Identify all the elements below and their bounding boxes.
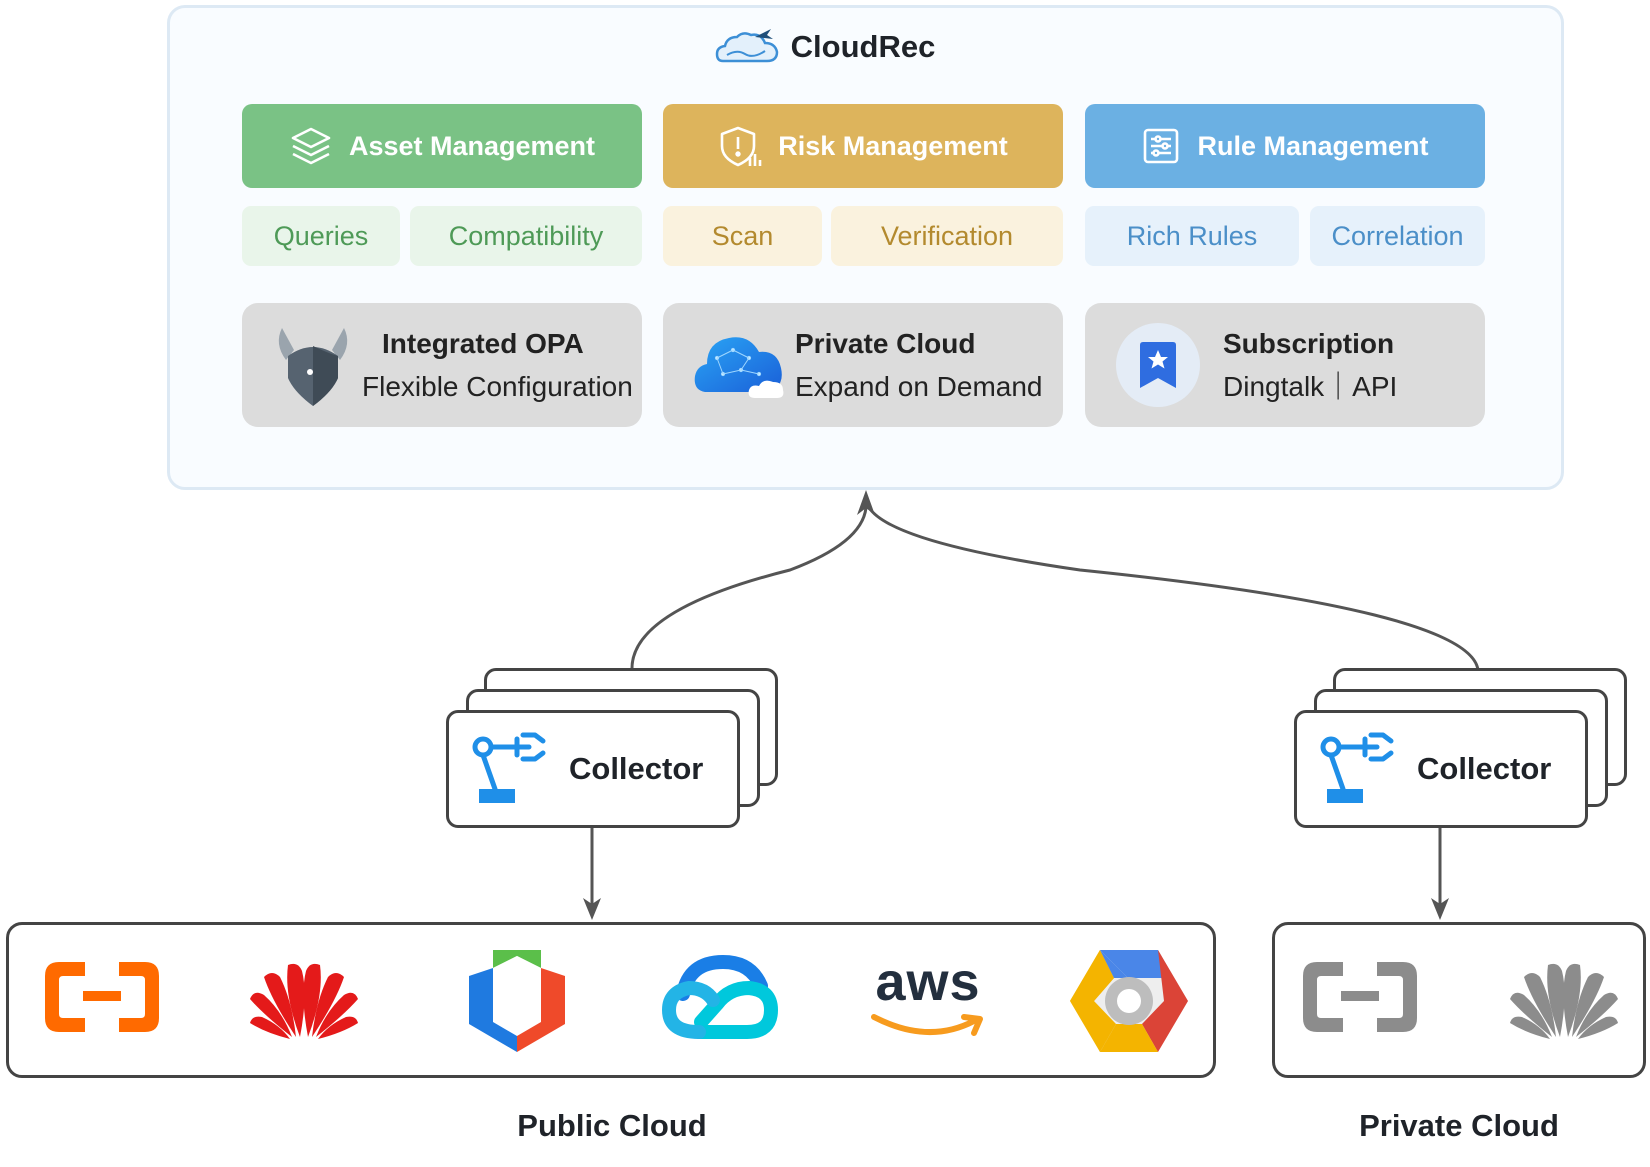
module-title: Risk Management: [778, 130, 1008, 161]
app-title: CloudRec: [790, 29, 936, 64]
feature-desc: Dingtalk｜API: [1223, 371, 1398, 402]
opa-icon: [278, 328, 348, 406]
module-title: Asset Management: [348, 130, 596, 161]
risk-management-module[interactable]: Risk Management: [663, 104, 1063, 188]
chip-correlation[interactable]: Correlation: [1310, 206, 1485, 266]
huawei-icon[interactable]: [1505, 953, 1623, 1041]
robot-arm-icon: [1320, 732, 1394, 803]
chip-compatibility[interactable]: Compatibility: [410, 206, 642, 266]
brand: CloudRec: [0, 22, 1650, 72]
feature-integrated-opa: Integrated OPA Flexible Configuration: [242, 303, 642, 427]
collector-label: Collector: [569, 751, 704, 786]
chip-rich-rules[interactable]: Rich Rules: [1085, 206, 1299, 266]
public-cloud-box: aws: [6, 922, 1216, 1078]
layers-icon: [291, 127, 331, 165]
cloud-network-icon: [694, 337, 784, 398]
collector-public[interactable]: Collector: [446, 710, 740, 828]
feature-title: Private Cloud: [795, 328, 976, 359]
aws-icon[interactable]: aws: [863, 949, 993, 1045]
rule-management-module[interactable]: Rule Management: [1085, 104, 1485, 188]
feature-desc: Flexible Configuration: [362, 371, 633, 402]
feature-title: Subscription: [1223, 328, 1395, 359]
feature-title: Integrated OPA: [382, 328, 584, 359]
huawei-icon[interactable]: [245, 953, 363, 1041]
rules-list-icon: [1144, 128, 1179, 164]
public-cloud-label: Public Cloud: [517, 1108, 707, 1143]
feature-subscription: Subscription Dingtalk｜API: [1085, 303, 1485, 427]
shield-alert-icon: [720, 126, 762, 167]
volcengine-icon[interactable]: [465, 945, 569, 1053]
chip-scan[interactable]: Scan: [663, 206, 822, 266]
cloud-logo-icon: [715, 29, 778, 63]
robot-arm-icon: [472, 732, 546, 803]
module-title: Rule Management: [1197, 130, 1429, 161]
google-cloud-icon[interactable]: [1067, 947, 1191, 1055]
tencent-cloud-icon[interactable]: [657, 953, 781, 1043]
alibaba-cloud-icon[interactable]: [39, 955, 165, 1039]
alibaba-cloud-icon[interactable]: [1297, 955, 1423, 1039]
private-cloud-box: [1272, 922, 1646, 1078]
asset-management-module[interactable]: Asset Management: [242, 104, 642, 188]
collector-private[interactable]: Collector: [1294, 710, 1588, 828]
aws-wordmark: aws: [875, 952, 981, 1012]
feature-desc: Expand on Demand: [795, 371, 1043, 402]
collector-label: Collector: [1417, 751, 1552, 786]
private-cloud-label: Private Cloud: [1359, 1108, 1559, 1143]
bookmark-star-icon: [1116, 323, 1200, 407]
chip-queries[interactable]: Queries: [242, 206, 400, 266]
chip-verification[interactable]: Verification: [831, 206, 1063, 266]
feature-private-cloud: Private Cloud Expand on Demand: [663, 303, 1063, 427]
